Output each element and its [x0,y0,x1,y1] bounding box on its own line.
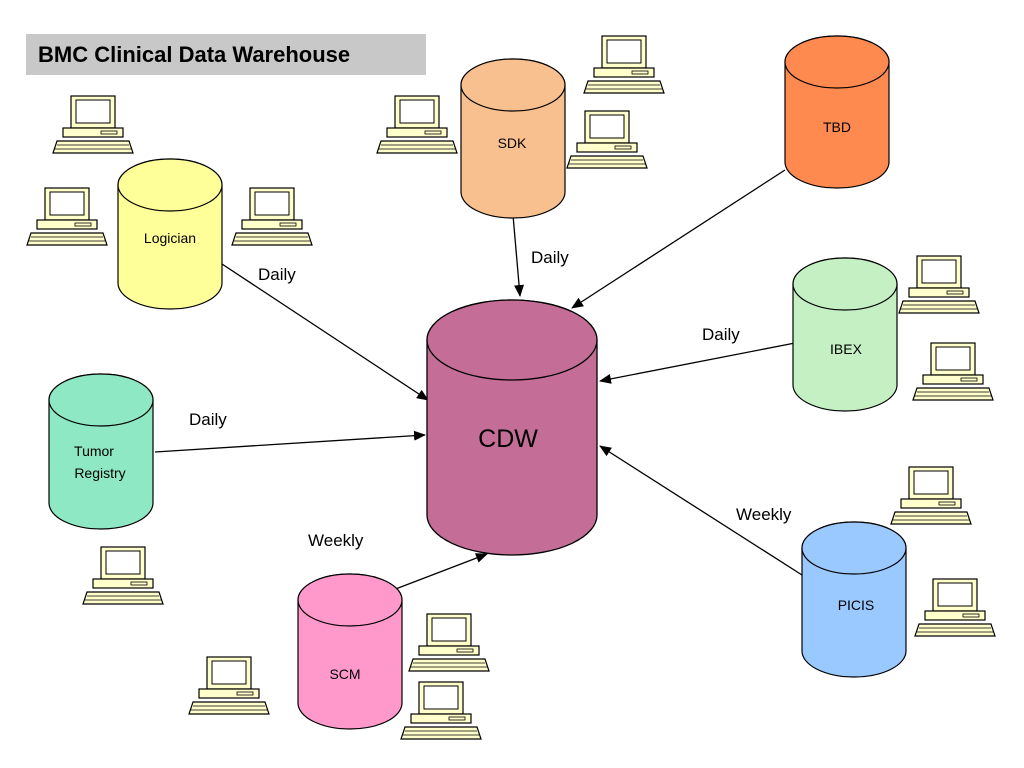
cylinder-ibex: IBEX [792,257,898,412]
computer-icon [912,342,994,401]
cylinder-ibex-top [792,257,898,311]
edge-tbd-cdw [571,169,786,309]
cylinder-picis-label: PICIS [838,597,875,613]
cylinder-scm: SCM [297,573,403,730]
edge-label-scm: Weekly [308,531,364,550]
cylinder-picis-top [801,521,907,575]
edge-label-picis: Weekly [736,505,792,524]
edge-sdk-cdw [512,214,525,297]
computer-icon [400,681,482,740]
cylinder-cdw-label: CDW [478,425,538,453]
computer-icon [82,546,164,605]
computer-icon [188,656,270,715]
edge-picis-cdw [599,445,803,576]
edge-scm-cdw [392,553,488,591]
cylinder-tbd-top [784,35,890,89]
cylinder-ibex-label: IBEX [830,341,863,357]
cylinder-picis: PICIS [801,521,907,678]
computer-icon [26,187,108,246]
computer-icon [52,95,134,154]
computer-icon [898,255,980,314]
computer-icon [231,187,313,246]
cylinder-tumor-registry: Tumor Registry [48,373,154,530]
computer-icon [376,95,458,154]
edge-label-ibex: Daily [702,325,740,344]
edge-logician-cdw [221,263,429,401]
edge-label-logician: Daily [258,265,296,284]
computer-icon [890,466,972,525]
computer-icon [566,110,648,169]
edge-label-sdk: Daily [531,248,569,267]
cylinder-logician-label: Logician [144,230,196,246]
cylinder-tumor-registry-label-line1: Tumor [74,443,114,459]
cylinder-logician-top [117,158,223,212]
cylinder-sdk-label: SDK [498,135,527,151]
cylinder-sdk-top [460,58,566,112]
diagram-title: BMC Clinical Data Warehouse [26,34,426,75]
computer-icon [408,613,490,672]
cylinder-sdk: SDK [460,58,566,219]
cylinder-logician: Logician [117,158,223,310]
cylinder-tumor-registry-label-line2: Registry [74,465,125,481]
cylinder-tbd: TBD [784,35,890,189]
cylinder-tumor-registry-top [48,373,154,427]
edge-ibex-cdw [599,342,796,384]
edge-tumor-cdw [154,430,426,453]
computer-icon [583,35,665,94]
computer-icon [914,578,996,637]
edges [154,169,803,591]
edge-label-tumor: Daily [189,410,227,429]
cylinder-scm-top [297,573,403,627]
cylinder-tbd-label: TBD [823,119,851,135]
cylinder-cdw-top [426,299,598,381]
cylinder-scm-label: SCM [329,666,360,682]
cylinder-cdw: CDW [426,299,598,556]
